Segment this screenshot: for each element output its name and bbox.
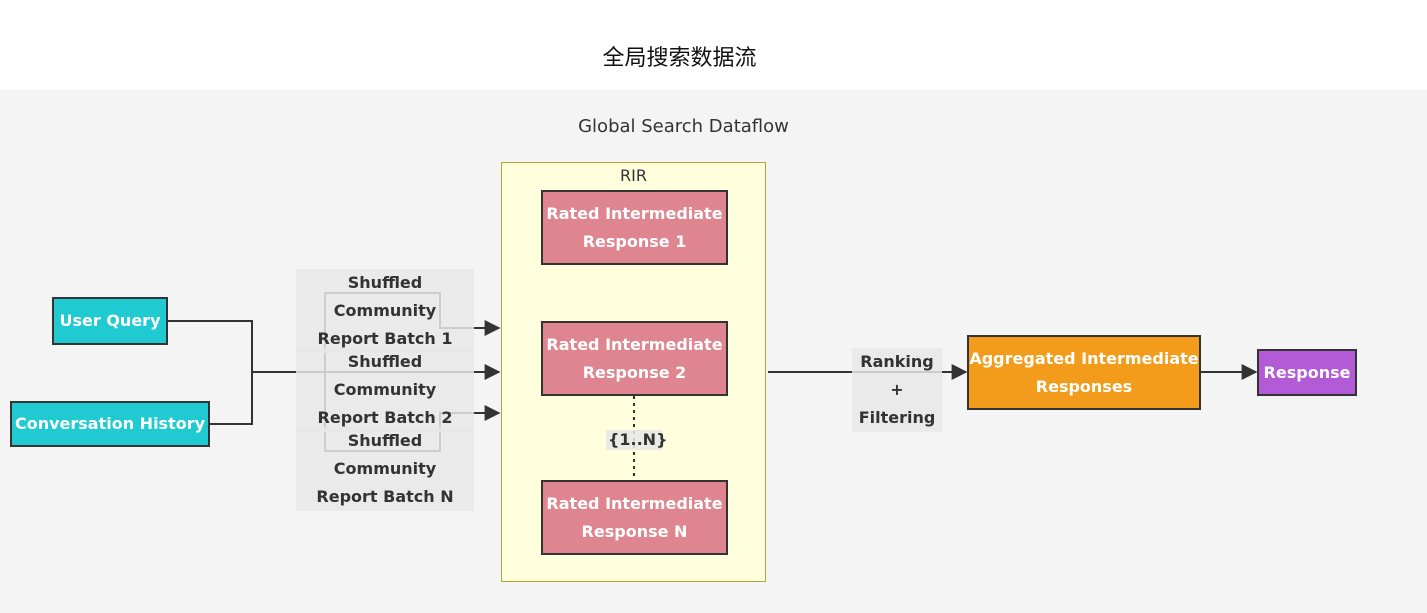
page-heading: 全局搜索数据流	[602, 46, 757, 71]
edge-conversation-merge	[210, 372, 253, 425]
aggregated-intermediate-responses-node: Aggregated Intermediate Responses	[967, 335, 1201, 410]
rir-subgraph-label: RIR	[620, 166, 647, 185]
edge-label-batch-1-text: Shuffled Community Report Batch 1	[296, 269, 474, 353]
response-node: Response	[1257, 349, 1357, 396]
rated-intermediate-response-2-node: Rated Intermediate Response 2	[541, 321, 728, 396]
edge-user-query-merge	[168, 320, 253, 372]
diagram-title: Global Search Dataflow	[578, 116, 789, 137]
edge-label-ranking-filtering-text: Ranking + Filtering	[852, 348, 942, 432]
rated-intermediate-response-1-node: Rated Intermediate Response 1	[541, 190, 728, 265]
rated-intermediate-response-n-node: Rated Intermediate Response N	[541, 480, 728, 555]
edge-label-batch-2: Shuffled Community Report Batch 2	[294, 348, 476, 432]
user-query-node: User Query	[52, 297, 168, 345]
edge-label-batch-1: Shuffled Community Report Batch 1	[294, 269, 476, 353]
edge-label-batch-n-text: Shuffled Community Report Batch N	[296, 427, 474, 511]
edge-label-range: {1..N}	[606, 430, 668, 450]
edge-label-ranking-filtering: Ranking + Filtering	[850, 348, 944, 432]
edge-label-batch-n: Shuffled Community Report Batch N	[294, 427, 476, 511]
conversation-history-node: Conversation History	[10, 401, 210, 447]
edge-label-batch-2-text: Shuffled Community Report Batch 2	[296, 348, 474, 432]
